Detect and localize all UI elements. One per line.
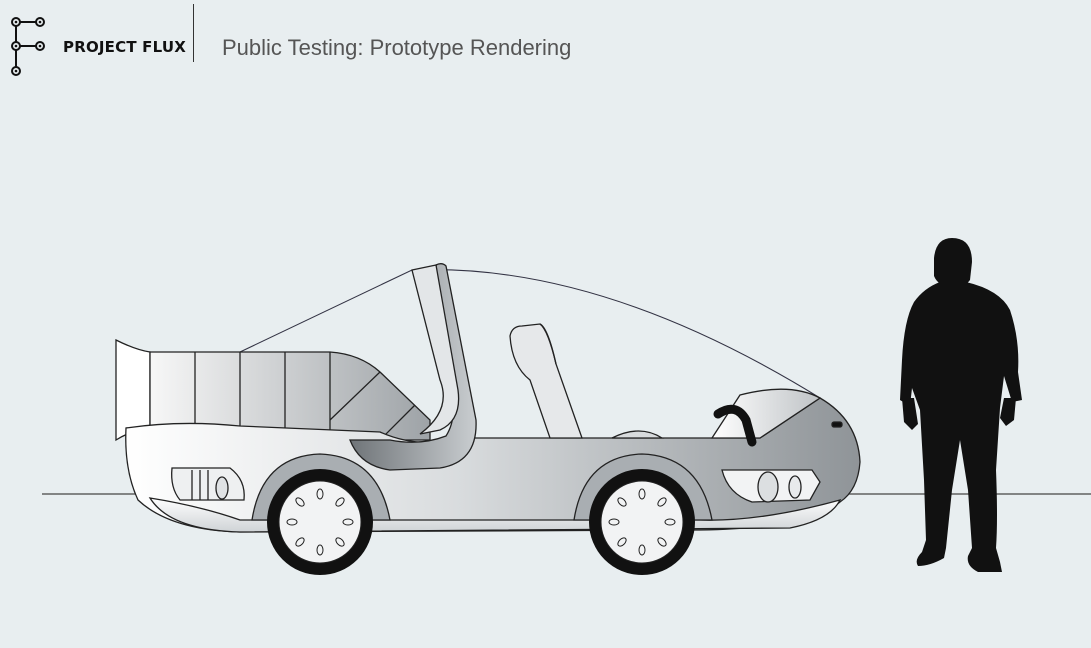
headlight <box>788 475 802 499</box>
rear-light <box>215 476 229 500</box>
human-scale-silhouette <box>900 238 1022 572</box>
project-flux-logo-icon <box>11 17 45 76</box>
front-wheel <box>589 469 695 575</box>
seat <box>509 323 583 439</box>
rack-rib <box>329 371 381 421</box>
prototype-vehicle <box>115 263 861 533</box>
headlight <box>757 471 779 503</box>
seat-edge <box>539 323 557 365</box>
brand-name: PROJECT FLUX <box>63 38 187 56</box>
front-cowl <box>710 388 822 439</box>
front-marker-light <box>831 421 843 428</box>
page-title: Public Testing: Prototype Rendering <box>222 35 572 60</box>
header-divider <box>193 4 194 62</box>
page-header: PROJECT FLUX Public Testing: Prototype R… <box>0 0 1091 90</box>
rear-wheel <box>267 469 373 575</box>
canopy-outline <box>239 269 821 399</box>
dash-bump <box>611 430 665 439</box>
steering-tiller <box>713 404 757 447</box>
arch-inner-face <box>411 264 460 435</box>
